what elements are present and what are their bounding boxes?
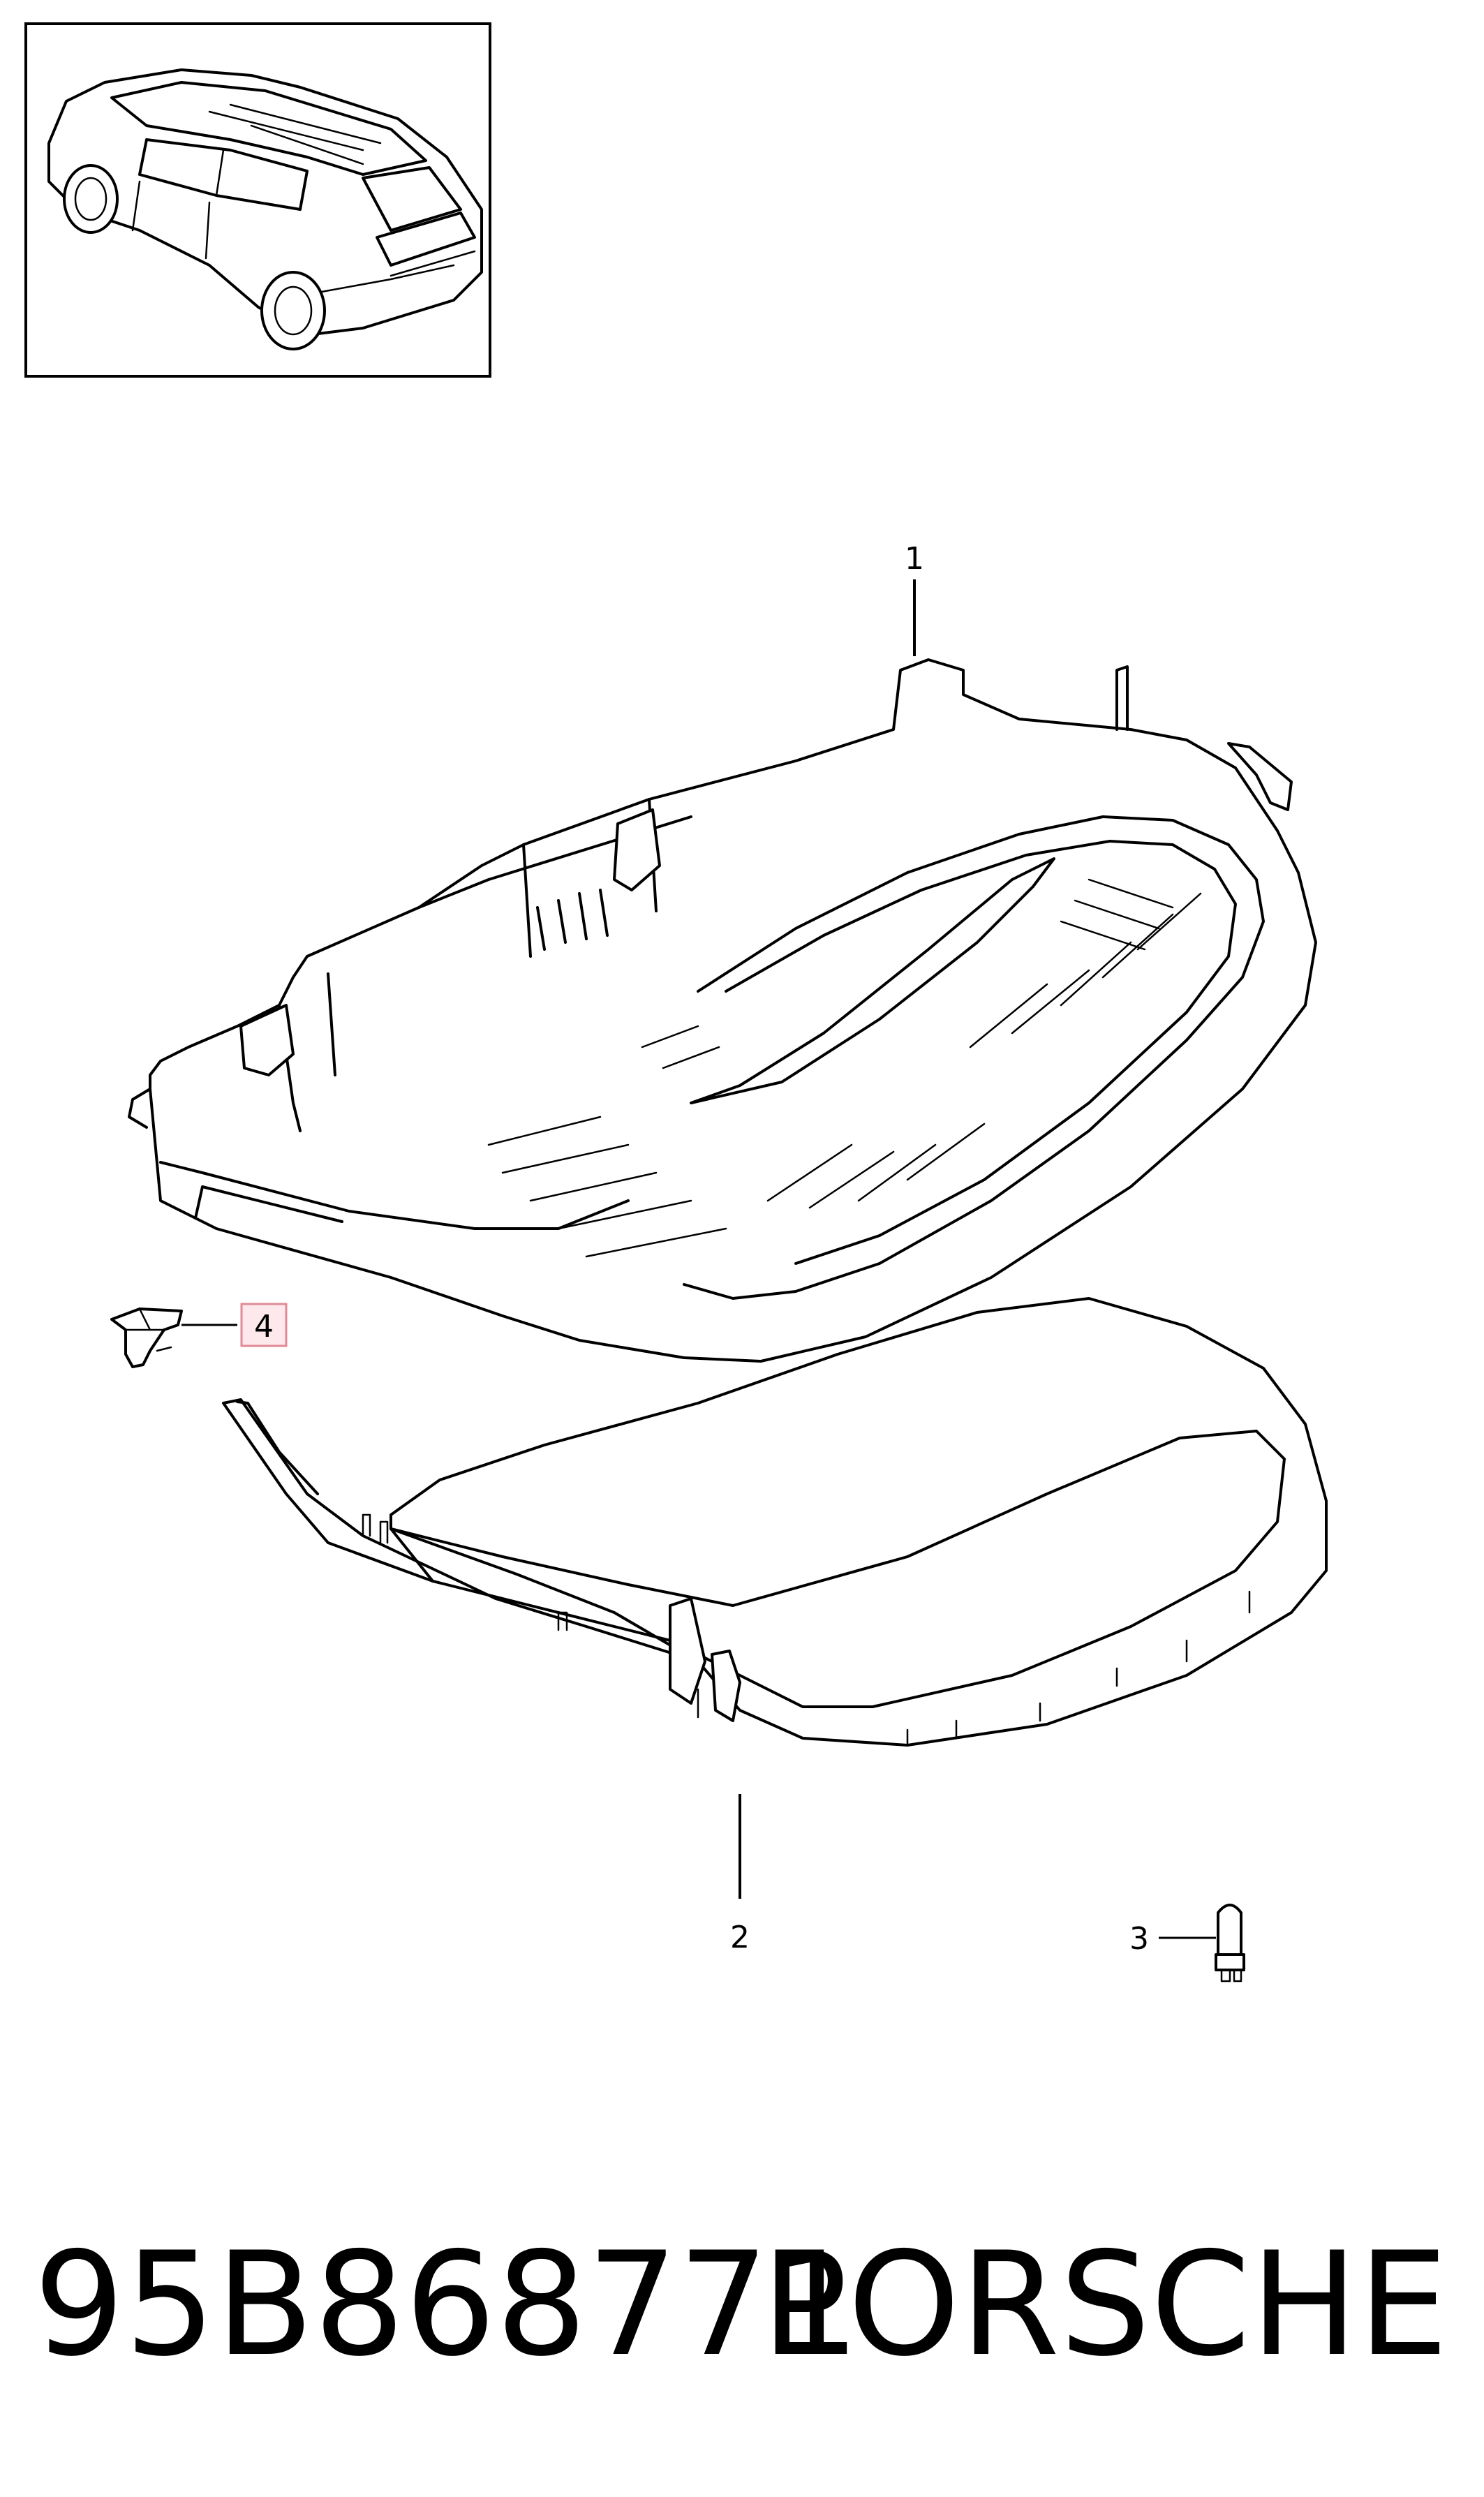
vehicle-thumbnail bbox=[24, 22, 491, 378]
suv-illustration bbox=[47, 68, 483, 350]
part-3-bulb bbox=[1215, 1904, 1245, 1983]
lens-stripes bbox=[487, 878, 1202, 1258]
part-number-caption: 95B868771 bbox=[34, 2222, 860, 2388]
callout-part-2: 2 bbox=[730, 1920, 750, 1955]
part-1-light-housing bbox=[128, 658, 1317, 1363]
brand-caption: PORSCHE bbox=[762, 2222, 1448, 2388]
callout-part-3: 3 bbox=[1129, 1921, 1149, 1957]
part-2-trim-frame bbox=[222, 1297, 1328, 1747]
part-4-clip bbox=[110, 1307, 183, 1368]
callout-part-1: 1 bbox=[905, 541, 924, 577]
callout-part-4: 4 bbox=[254, 1309, 274, 1344]
callout-part-4-highlight bbox=[240, 1303, 288, 1347]
